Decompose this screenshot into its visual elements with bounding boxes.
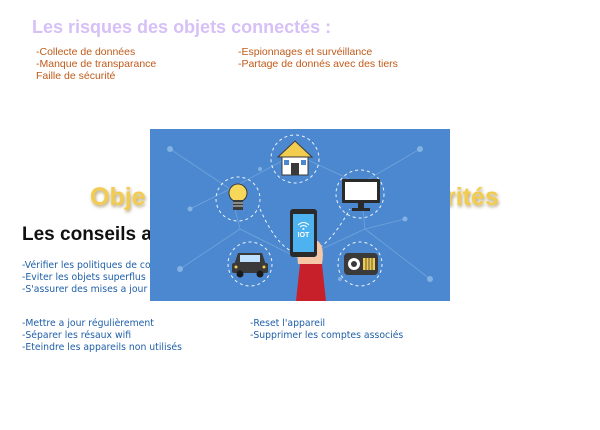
risk-item: -Manque de transparance <box>36 58 157 70</box>
iot-illustration: IOT <box>150 129 450 301</box>
tip-item: -Eteindre les appareils non utilisés <box>22 342 182 353</box>
risk-item: -Espionnages et survéillance <box>238 46 373 58</box>
section-heading-right: rités <box>446 183 499 211</box>
radio-icon <box>344 253 378 275</box>
car-icon <box>232 253 268 278</box>
tip-item: -Reset l'appareil <box>250 318 326 329</box>
house-icon <box>276 140 314 176</box>
risk-item: -Partage de donnés avec des tiers <box>238 58 398 70</box>
tip-item: -Vérifier les politiques de co <box>22 260 151 271</box>
tip-item: -Eviter les objets superflus <box>22 272 146 283</box>
tip-item: -Supprimer les comptes associés <box>250 330 404 341</box>
slide-title: Les risques des objets connectés : <box>32 17 332 37</box>
phone-label: IOT <box>298 232 310 239</box>
smartphone-icon: IOT <box>290 209 317 257</box>
advice-title: Les conseils a <box>22 224 152 245</box>
tip-item: -Mettre a jour régulièrement <box>22 318 154 329</box>
risk-item: Faille de sécurité <box>36 70 116 82</box>
tip-item: -Séparer les résaux wifi <box>22 330 132 341</box>
section-heading-left: Obje <box>90 183 146 211</box>
monitor-icon <box>342 179 380 211</box>
lightbulb-icon <box>228 183 248 210</box>
risk-item: -Collecte de données <box>36 46 136 58</box>
tip-item: -S'assurer des mises a jour <box>22 284 148 295</box>
